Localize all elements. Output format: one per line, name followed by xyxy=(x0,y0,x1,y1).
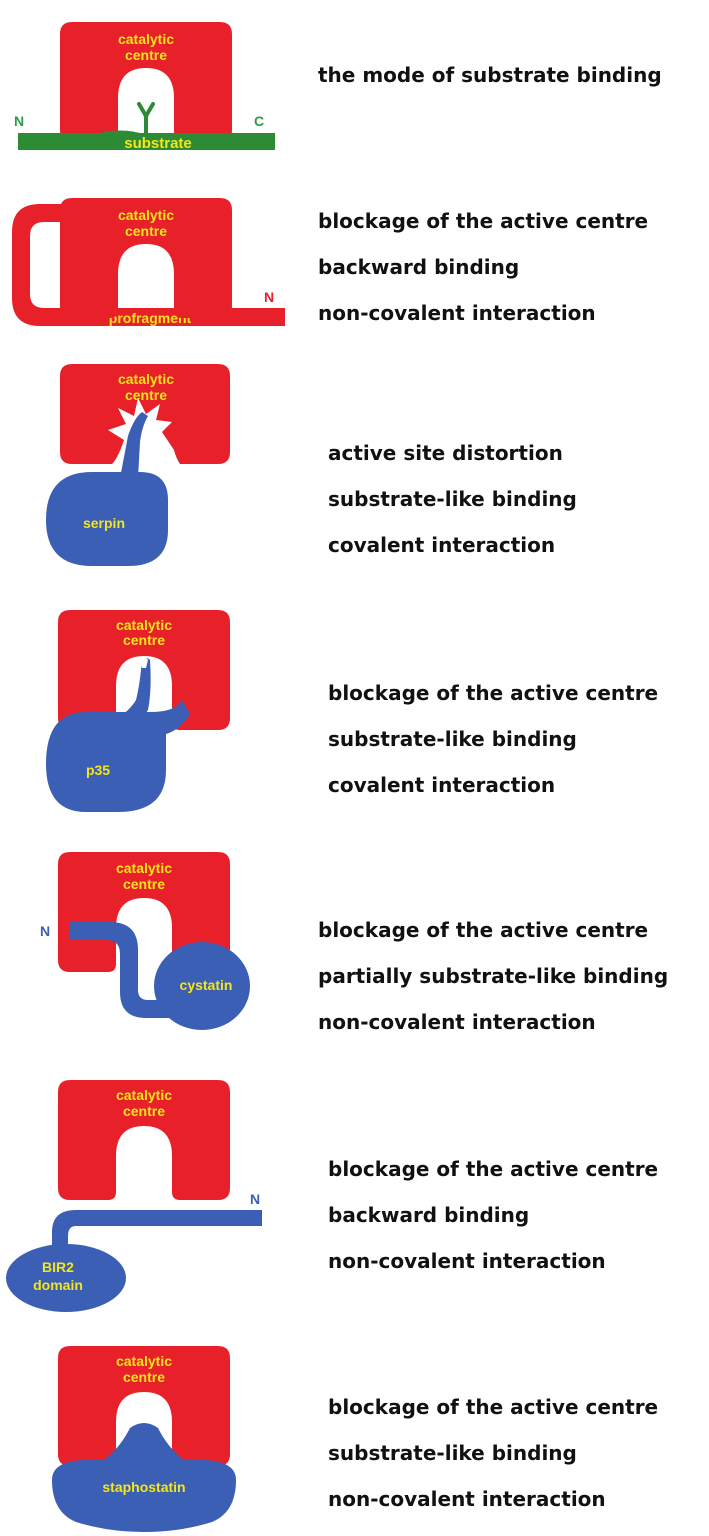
description-line: non-covalent interaction xyxy=(318,301,596,325)
enzyme-block: catalytic centre xyxy=(58,1080,230,1200)
cystatin-inhibitor: cystatin xyxy=(70,922,250,1030)
description-line: non-covalent interaction xyxy=(328,1487,606,1511)
panel-serpin: catalytic centre serpin active site dist… xyxy=(46,364,577,566)
enzyme-block: catalytic centre xyxy=(60,22,232,142)
panel-staphostatin: catalytic centre staphostatin blockage o… xyxy=(52,1346,658,1532)
panel-bir2: catalytic centre BIR2 domain N blockage … xyxy=(6,1080,658,1312)
enzyme-block: catalytic centre xyxy=(60,364,230,464)
description-line: substrate-like binding xyxy=(328,727,577,751)
enzyme-label-catalytic: catalytic xyxy=(118,207,174,223)
description-line: active site distortion xyxy=(328,441,563,465)
n-terminus-label: N xyxy=(14,113,24,129)
enzyme-label-catalytic: catalytic xyxy=(116,860,172,876)
substrate-chain: substrate xyxy=(18,102,275,152)
enzyme-label-centre: centre xyxy=(123,1369,165,1385)
description-line: backward binding xyxy=(328,1203,529,1227)
scissile-bond-icon xyxy=(137,102,155,135)
enzyme-label-catalytic: catalytic xyxy=(118,371,174,387)
c-terminus-label: C xyxy=(254,113,264,129)
enzyme-block: catalytic centre xyxy=(58,610,230,730)
profragment-chain: profragment xyxy=(12,204,285,326)
serpin-inhibitor: serpin xyxy=(46,412,168,566)
description-line: substrate-like binding xyxy=(328,1441,577,1465)
panel-substrate: catalytic centre substrate N C the mode … xyxy=(14,22,662,152)
enzyme-label-centre: centre xyxy=(123,1103,165,1119)
n-terminus-label: N xyxy=(264,289,274,305)
enzyme-label-catalytic: catalytic xyxy=(116,1353,172,1369)
enzyme-block: catalytic centre xyxy=(58,1346,230,1466)
panel-cystatin: catalytic centre cystatin N blockage of … xyxy=(40,852,668,1034)
enzyme-block: catalytic centre xyxy=(60,198,232,318)
p35-inhibitor: p35 xyxy=(46,657,190,812)
enzyme-label-catalytic: catalytic xyxy=(118,31,174,47)
enzyme-block: catalytic centre xyxy=(58,852,230,972)
bir2-inhibitor: BIR2 domain xyxy=(6,1210,262,1312)
cystatin-label: cystatin xyxy=(180,977,233,993)
enzyme-label-centre: centre xyxy=(125,47,167,63)
n-terminus-label: N xyxy=(250,1191,260,1207)
enzyme-label-catalytic: catalytic xyxy=(116,1087,172,1103)
description-line: blockage of the active centre xyxy=(318,918,648,942)
description-line: blockage of the active centre xyxy=(328,1395,658,1419)
p35-label: p35 xyxy=(86,762,110,778)
panel-p35: catalytic centre p35 blockage of the act… xyxy=(46,610,658,812)
description-line: non-covalent interaction xyxy=(318,1010,596,1034)
description-line: blockage of the active centre xyxy=(318,209,648,233)
description-line: covalent interaction xyxy=(328,773,555,797)
enzyme-label-centre: centre xyxy=(123,876,165,892)
enzyme-label-centre: centre xyxy=(123,632,165,648)
serpin-label: serpin xyxy=(83,515,125,531)
description-line: partially substrate-like binding xyxy=(318,964,668,988)
panel-profragment: profragment catalytic centre N blockage … xyxy=(12,198,648,326)
domain-label: domain xyxy=(33,1277,83,1293)
staphostatin-inhibitor: staphostatin xyxy=(52,1423,236,1532)
enzyme-label-centre: centre xyxy=(125,387,167,403)
profragment-label: profragment xyxy=(109,310,192,326)
enzyme-label-catalytic: catalytic xyxy=(116,617,172,633)
description-line: non-covalent interaction xyxy=(328,1249,606,1273)
n-terminus-label: N xyxy=(40,923,50,939)
description-line: the mode of substrate binding xyxy=(318,63,662,87)
bir2-label: BIR2 xyxy=(42,1259,74,1275)
description-line: substrate-like binding xyxy=(328,487,577,511)
description-line: blockage of the active centre xyxy=(328,681,658,705)
enzyme-label-centre: centre xyxy=(125,223,167,239)
description-line: backward binding xyxy=(318,255,519,279)
substrate-label: substrate xyxy=(124,135,192,152)
description-line: covalent interaction xyxy=(328,533,555,557)
description-line: blockage of the active centre xyxy=(328,1157,658,1181)
staphostatin-label: staphostatin xyxy=(102,1479,185,1495)
